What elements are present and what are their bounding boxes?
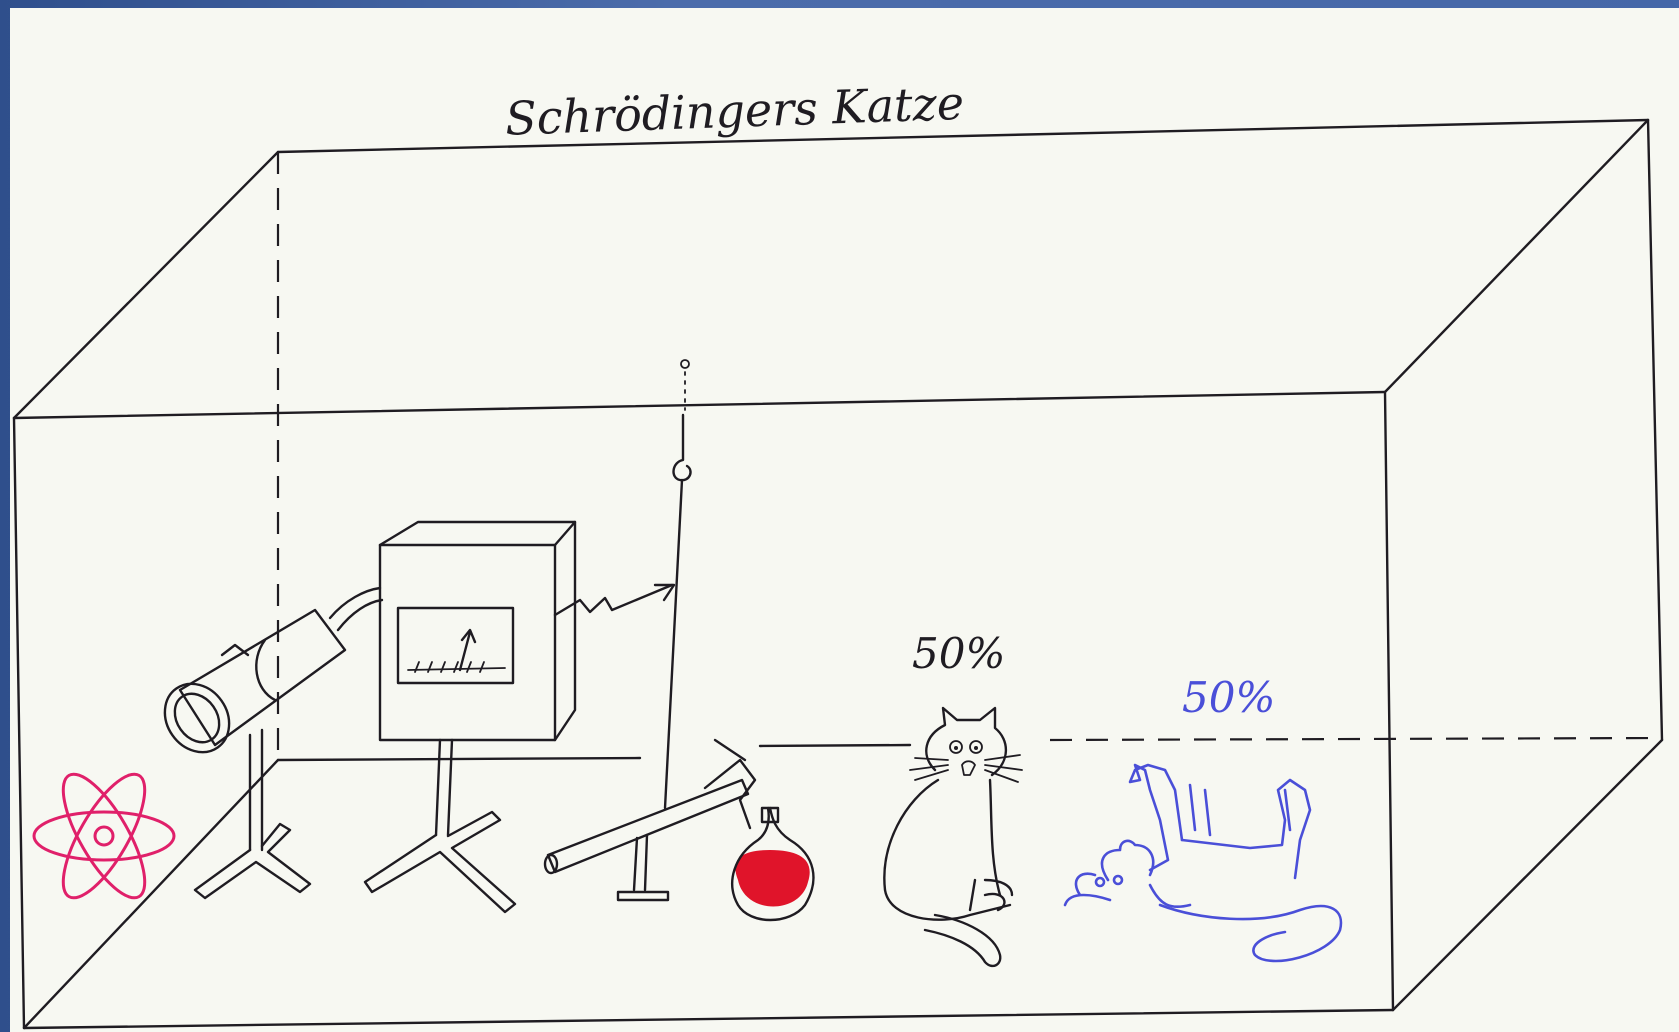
alive-cat-percent: 50%: [912, 629, 1005, 678]
atom-icon: [34, 763, 174, 908]
geiger-counter-tube: [152, 588, 382, 898]
alive-cat: 50%: [884, 629, 1022, 966]
hammer: [545, 360, 755, 900]
box-outline: [14, 120, 1662, 1028]
meter-box: [365, 522, 674, 912]
drawing-title: Schrödingers Katze: [504, 76, 965, 146]
poison-flask: [732, 808, 813, 920]
dead-cat-percent: 50%: [1182, 673, 1275, 722]
dead-cat: 50%: [1065, 673, 1341, 961]
